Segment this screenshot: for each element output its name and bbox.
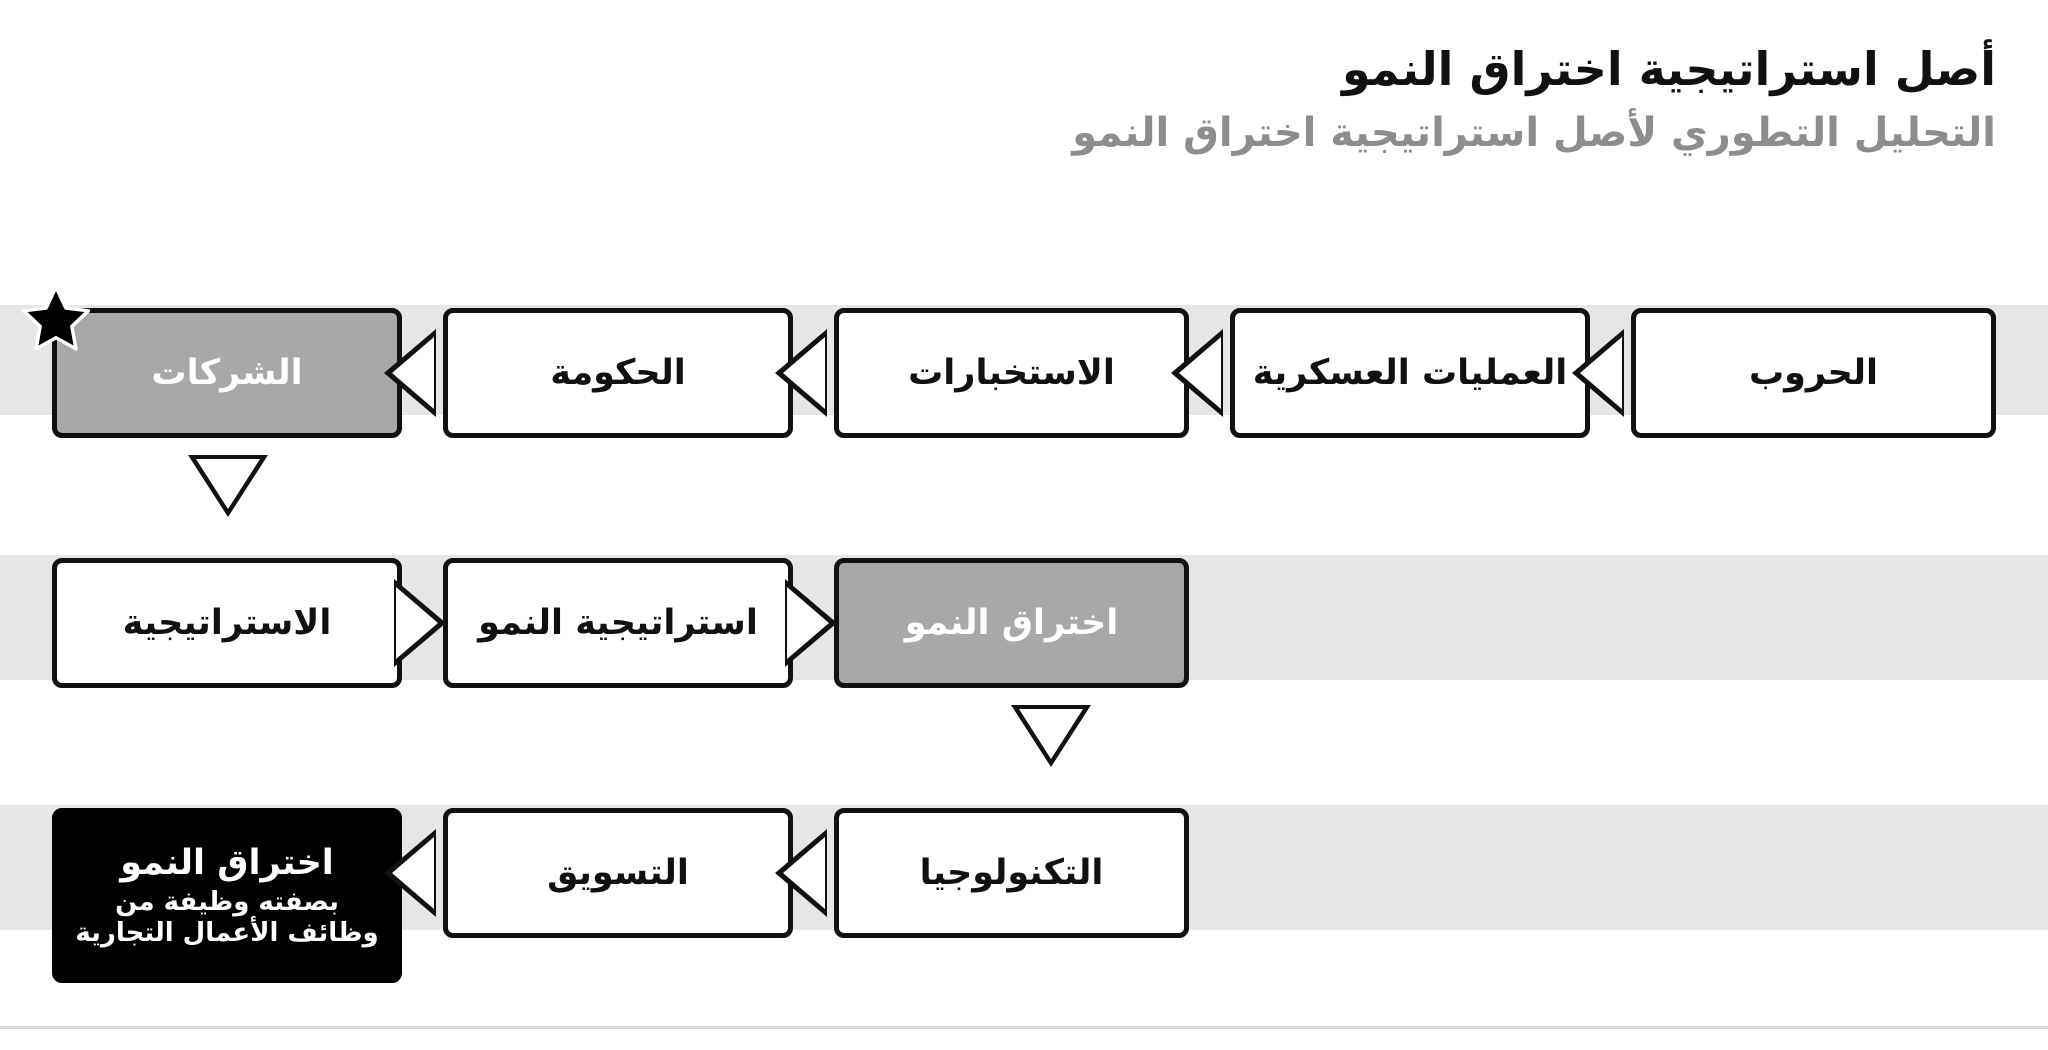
node-military-operations[interactable]: العمليات العسكرية — [1230, 308, 1590, 438]
connector-intelligence-to-government — [775, 329, 827, 417]
node-growth-hacking[interactable]: اختراق النمو — [834, 558, 1189, 688]
node-growth-hacking-business-function[interactable]: اختراق النمو بصفته وظيفة من وظائف الأعما… — [52, 808, 402, 983]
node-strategy[interactable]: الاستراتيجية — [52, 558, 402, 688]
connector-wars-to-military — [1572, 329, 1624, 417]
node-technology[interactable]: التكنولوجيا — [834, 808, 1189, 938]
node-label: الشركات — [151, 352, 303, 393]
page-title: أصل استراتيجية اختراق النمو — [1341, 42, 1996, 96]
node-label: الحكومة — [550, 352, 686, 393]
connector-marketing-to-growth-hacking-function — [384, 829, 436, 917]
connector-corporations-to-strategy — [188, 455, 268, 517]
node-label: استراتيجية النمو — [478, 602, 758, 643]
node-label: الحروب — [1748, 352, 1879, 393]
node-label: العمليات العسكرية — [1252, 352, 1568, 393]
node-label: اختراق النمو — [120, 843, 334, 884]
page-subtitle: التحليل التطوري لأصل استراتيجية اختراق ا… — [1072, 110, 1996, 157]
node-growth-strategy[interactable]: استراتيجية النمو — [443, 558, 793, 688]
node-label: اختراق النمو — [904, 602, 1119, 643]
connector-technology-to-marketing — [775, 829, 827, 917]
node-label: الاستخبارات — [908, 352, 1115, 393]
node-wars[interactable]: الحروب — [1631, 308, 1996, 438]
node-government[interactable]: الحكومة — [443, 308, 793, 438]
connector-growth-strategy-to-growth-hacking — [785, 579, 837, 667]
star-icon — [18, 282, 94, 358]
node-intelligence[interactable]: الاستخبارات — [834, 308, 1189, 438]
node-marketing[interactable]: التسويق — [443, 808, 793, 938]
bottom-divider — [0, 1026, 2048, 1029]
connector-military-to-intelligence — [1171, 329, 1223, 417]
connector-growth-hacking-to-technology — [1011, 705, 1091, 767]
node-corporations[interactable]: الشركات — [52, 308, 402, 438]
connector-strategy-to-growth-strategy — [394, 579, 446, 667]
header: أصل استراتيجية اختراق النمو التحليل التط… — [0, 0, 2048, 215]
node-label: التسويق — [547, 852, 689, 893]
node-sublabel: بصفته وظيفة من وظائف الأعمال التجارية — [75, 887, 379, 948]
node-label: التكنولوجيا — [919, 852, 1104, 893]
connector-government-to-corporations — [384, 329, 436, 417]
node-label: الاستراتيجية — [122, 602, 332, 643]
